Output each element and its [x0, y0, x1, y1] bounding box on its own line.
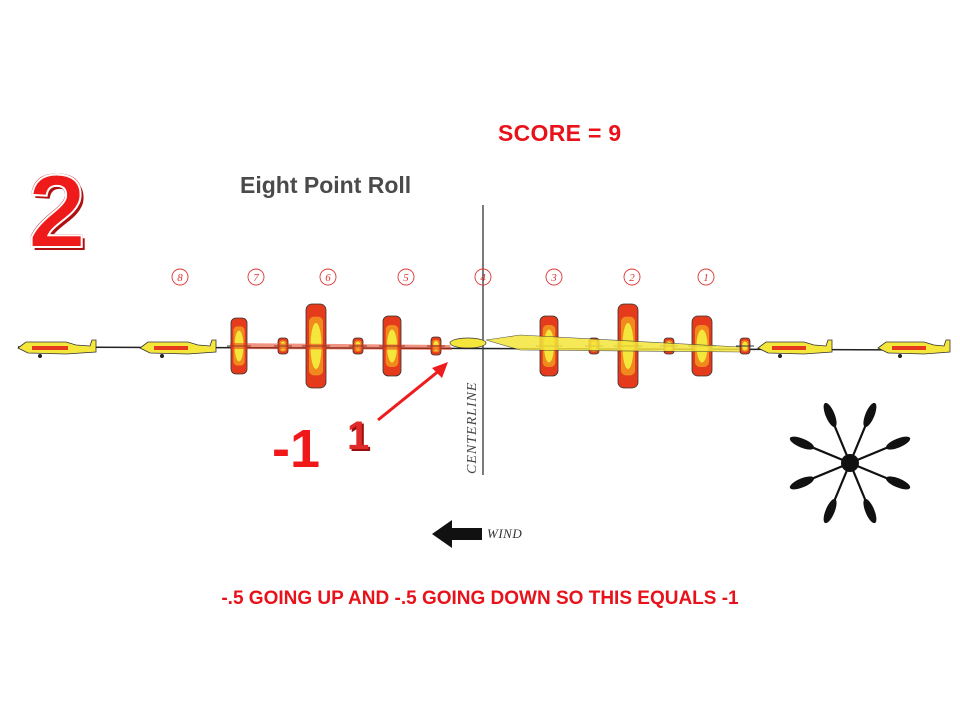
- starburst-spoke: [849, 436, 911, 465]
- svg-text:2: 2: [629, 272, 635, 284]
- airplane-side-view-left-2: [139, 339, 217, 358]
- starburst-spoke: [789, 461, 851, 490]
- segment-number: 1: [347, 414, 370, 458]
- caption: -.5 GOING UP AND -.5 GOING DOWN SO THIS …: [221, 588, 739, 609]
- centerline-label: CENTERLINE: [465, 381, 480, 474]
- svg-text:8: 8: [177, 272, 183, 284]
- roll-point-6: 6: [319, 268, 337, 286]
- airplane-side-view-right-2: [877, 339, 951, 358]
- roll-point-3: 3: [545, 268, 563, 286]
- starburst-spoke: [823, 462, 852, 524]
- roll-attitude-12: [736, 337, 754, 355]
- svg-text:7: 7: [253, 272, 259, 284]
- airplane-side-view-right-1: [757, 339, 833, 358]
- score-label: SCORE = 9: [498, 120, 622, 146]
- roll-point-1: 1: [697, 268, 715, 286]
- figure-number: 2: [27, 154, 87, 270]
- wind-arrow-icon: [432, 520, 482, 548]
- svg-text:4: 4: [480, 272, 486, 284]
- starburst-spoke: [848, 402, 877, 464]
- penalty-value: -1: [272, 419, 321, 479]
- starburst-spoke: [848, 462, 877, 524]
- airplane-side-view-left-1: [17, 339, 97, 358]
- roll-point-4: 4: [474, 268, 492, 286]
- starburst-spoke: [849, 461, 911, 490]
- inverted-plane-center: [449, 337, 487, 349]
- svg-text:3: 3: [550, 272, 557, 284]
- penalty-arrow: [377, 362, 448, 422]
- starburst-spoke: [789, 436, 851, 465]
- svg-text:5: 5: [403, 272, 409, 284]
- maneuver-title: Eight Point Roll: [240, 172, 412, 198]
- svg-text:1: 1: [703, 272, 709, 284]
- fuselage-streak-left: [230, 343, 452, 350]
- starburst-spoke: [823, 402, 852, 464]
- fuselage-streak-right: [485, 334, 741, 353]
- roll-point-7: 7: [247, 268, 265, 286]
- starburst-icon: [789, 402, 911, 524]
- roll-point-5: 5: [397, 268, 415, 286]
- roll-point-8: 8: [171, 268, 189, 286]
- wind-label: WIND: [487, 526, 523, 541]
- roll-point-labels: 8 7 6 5 4 3 2 1: [171, 268, 715, 286]
- svg-text:6: 6: [325, 272, 331, 284]
- roll-point-2: 2: [623, 268, 641, 286]
